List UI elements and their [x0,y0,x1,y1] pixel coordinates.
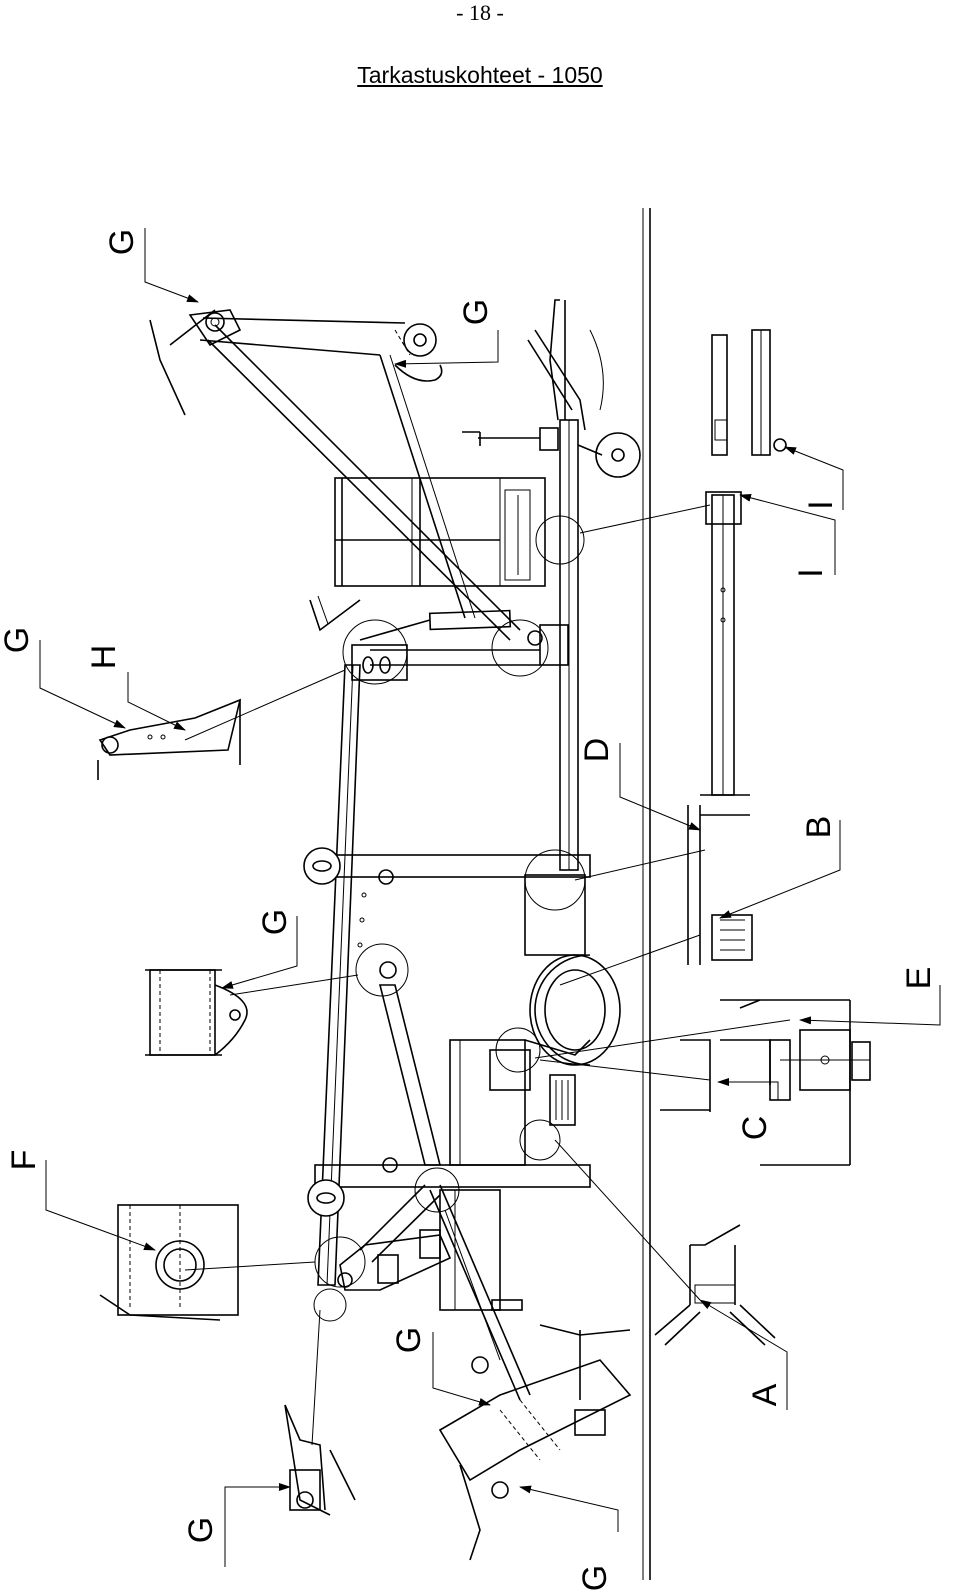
leader-lines [184,504,791,1446]
detail-g-mid [145,969,248,1056]
lower-boom [337,1184,531,1401]
main-frame [303,664,591,1286]
callout-g-bottom: G [576,1565,614,1591]
detail-a [654,1224,776,1346]
callout-g-left: G [0,627,36,653]
callout-h: H [85,645,123,670]
inspection-point-g-bottom [313,1288,347,1322]
inspection-point-a [519,1119,561,1161]
callout-g-top: G [103,229,141,255]
detail-g-bottom-left [284,1404,356,1516]
inspection-point-i-upper [535,515,585,565]
callout-leaders [39,228,941,1567]
callout-a: A [746,1383,784,1406]
callout-f: F [5,1150,43,1171]
page-number: - 18 - [456,0,504,25]
callout-g-bottom-left: G [182,1517,220,1543]
detail-h [97,698,242,780]
inspection-point-f [314,1236,366,1288]
callout-g-mid: G [256,909,294,935]
callout-g-lower: G [390,1327,428,1353]
inspection-point-d [524,849,586,911]
page-title: Tarkastuskohteet - 1050 [357,62,603,88]
inspection-point-c [495,1027,541,1073]
callout-e: E [900,967,938,990]
inspection-circles [313,515,586,1322]
side-detail-frame [687,329,787,965]
callout-g-drawbar: G [457,299,495,325]
inspection-point-h [342,619,408,685]
basket [309,477,546,632]
callout-d: D [578,738,616,763]
detail-g-top [149,309,443,416]
upper-boom [199,317,521,641]
callout-c: C [736,1116,774,1141]
boom-cylinder [351,609,569,681]
callout-i-lower: I [792,568,830,577]
detail-g-bottom [438,1324,632,1561]
central-body [449,874,621,1166]
inspection-point-g-mid [355,943,409,997]
detail-f [99,1204,239,1321]
detail-c-e [660,999,871,1166]
drawbar [462,299,641,871]
inspection-point-g-drawbar [491,619,549,677]
callout-i-upper: I [802,500,840,509]
inspection-point-g-lower [414,1167,460,1213]
callout-b: B [800,816,838,839]
